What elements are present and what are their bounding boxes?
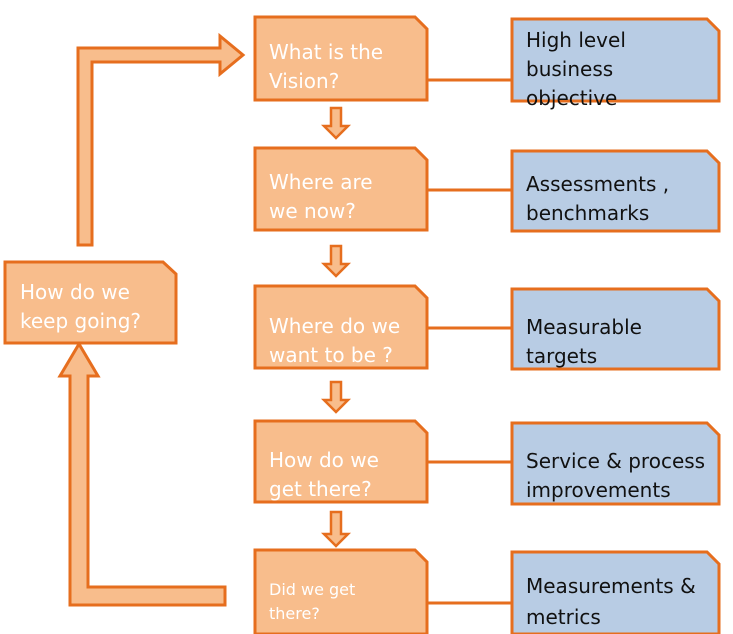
step-box-4 [253, 419, 429, 504]
step-box-5 [253, 548, 429, 634]
outcome-label-4: Service & process improvements [526, 449, 706, 502]
outcome-box-1 [510, 17, 721, 103]
outcome-label-5: Measurements & metrics [526, 574, 696, 629]
outcome-label-3: Measurable targets [526, 315, 642, 368]
down-arrow-3 [320, 380, 352, 414]
loop-label: How do we keep going? [20, 280, 142, 333]
outcome-label-1: High level business objective [526, 28, 626, 110]
step-box-3 [253, 284, 429, 370]
step-label-1: What is the Vision? [269, 40, 384, 93]
loop-box [3, 260, 178, 345]
loop-arrow-up [76, 32, 246, 247]
step-label-2: Where are we now? [269, 170, 373, 223]
down-arrow-4 [320, 510, 352, 548]
step-box-2 [253, 146, 429, 232]
loop-arrow-return [57, 341, 227, 607]
down-arrow-1 [320, 106, 352, 140]
step-label-4: How do we get there? [269, 448, 379, 501]
step-label-5: Did we get there? [269, 580, 356, 623]
outcome-label-2: Assessments , benchmarks [526, 172, 670, 225]
outcome-box-4 [510, 421, 721, 506]
step-box-1 [253, 15, 429, 102]
outcome-box-3 [510, 287, 721, 371]
outcome-box-2 [510, 149, 721, 233]
step-label-3: Where do we want to be ? [269, 314, 401, 367]
outcome-box-5 [510, 550, 721, 634]
down-arrow-2 [320, 244, 352, 278]
